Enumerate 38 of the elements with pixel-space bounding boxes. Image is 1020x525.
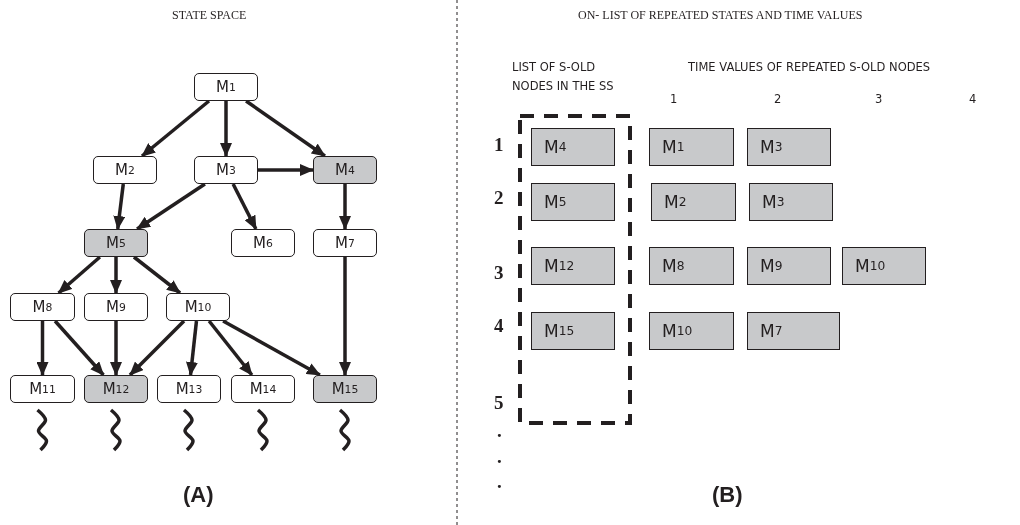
column-number: 3: [875, 91, 883, 108]
column-number: 2: [774, 91, 782, 108]
arrow: [53, 319, 105, 377]
panel-heading: STATE SPACE: [172, 8, 247, 23]
row-number: 5: [494, 392, 504, 414]
row-number: 4: [494, 315, 504, 337]
arrow: [258, 164, 314, 176]
arrow: [339, 257, 351, 376]
continuation-dot: .: [497, 446, 502, 468]
arrow: [136, 182, 206, 231]
arrow: [231, 183, 258, 230]
arrow: [36, 321, 49, 376]
continuation-dot: .: [497, 420, 502, 442]
row-number: 2: [494, 187, 504, 209]
column-number: 4: [969, 91, 977, 108]
arrow: [245, 99, 326, 158]
arrow: [220, 101, 232, 157]
arrow: [57, 255, 102, 295]
panel-label: (B): [712, 482, 743, 508]
continuation-dot: .: [497, 471, 502, 493]
arrow: [110, 257, 122, 294]
column-number: 1: [670, 91, 678, 108]
arrow: [140, 99, 211, 158]
panel-label: (A): [183, 482, 214, 508]
panel-heading: ON- LIST OF REPEATED STATES AND TIME VALUES: [578, 8, 863, 23]
arrow: [110, 321, 122, 376]
arrow: [186, 320, 199, 376]
column-heading: LIST OF S-OLD NODES IN THE SS: [512, 59, 615, 95]
arrow: [222, 319, 321, 377]
row-number: 1: [494, 134, 504, 156]
column-heading: TIME VALUES OF REPEATED S-OLD NODES: [688, 59, 931, 76]
arrow: [113, 183, 126, 230]
row-number: 3: [494, 262, 504, 284]
arrow: [128, 319, 186, 377]
arrow: [132, 255, 182, 295]
arrow: [207, 319, 254, 377]
arrow: [339, 184, 351, 230]
dashed-frame: [518, 114, 632, 425]
